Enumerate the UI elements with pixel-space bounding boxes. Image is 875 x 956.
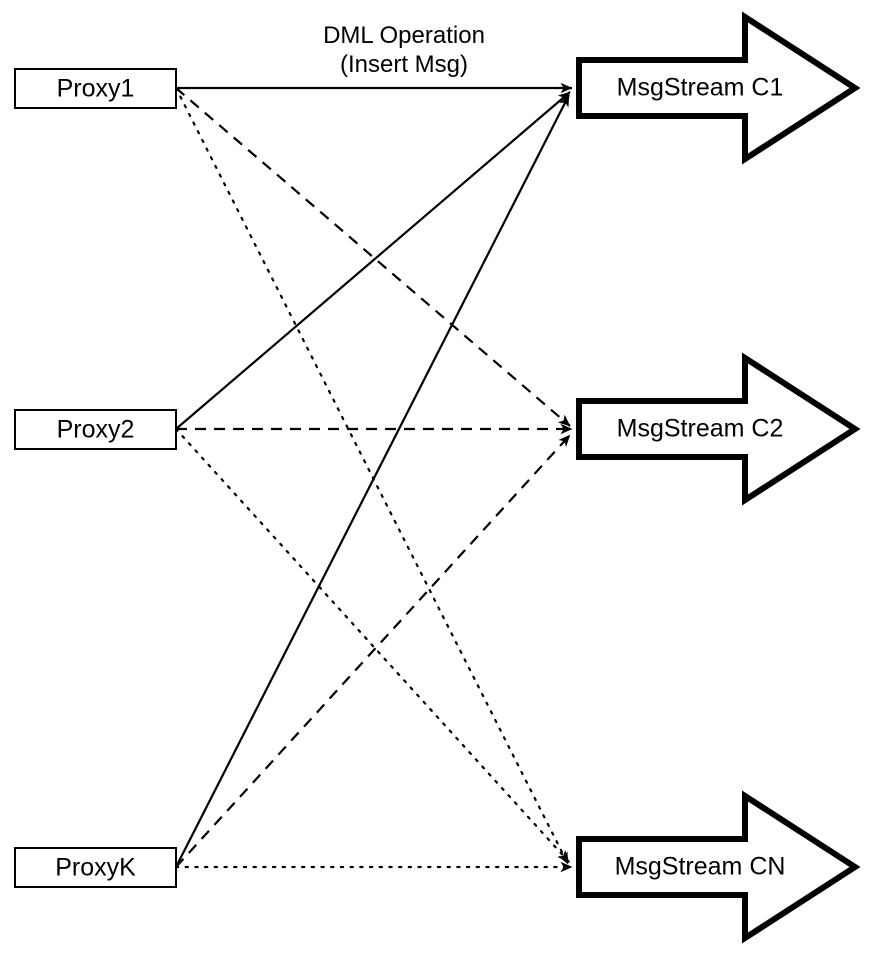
connection-proxyk-to-msgstream-c1 [175,94,570,868]
connection-group-proxyk [174,94,574,873]
edge-label-dml-operation: DML Operation (Insert Msg) [323,22,485,78]
node-proxy1-label: Proxy1 [57,75,135,103]
node-msgstream-cn[interactable]: MsgStream CN [576,790,861,944]
node-msgstream-c2-label: MsgStream C2 [617,415,784,443]
node-msgstream-c1[interactable]: MsgStream C1 [576,11,861,165]
connection-proxy1-to-msgstream-c2 [175,87,571,427]
connection-group-proxy1 [174,82,573,866]
node-msgstream-c1-label: MsgStream C1 [617,74,784,102]
node-proxy2[interactable]: Proxy2 [14,409,177,450]
connection-proxyk-to-msgstream-c2 [175,434,571,868]
node-msgstream-c1-arrow-shape[interactable] [576,11,861,165]
node-proxy2-box[interactable] [14,409,177,450]
node-proxyk-label: ProxyK [55,854,136,882]
node-proxyk[interactable]: ProxyK [14,847,177,888]
edge-label-line-2: (Insert Msg) [340,51,468,78]
node-msgstream-cn-arrow-shape[interactable] [576,790,861,944]
connection-proxy2-to-msgstream-cn [174,427,571,864]
node-proxyk-box[interactable] [14,847,177,888]
connection-group-proxy2 [174,91,573,864]
node-proxy2-label: Proxy2 [57,416,135,444]
node-msgstream-c2-arrow-shape[interactable] [576,352,861,506]
node-msgstream-c2[interactable]: MsgStream C2 [576,352,861,506]
node-proxy1[interactable]: Proxy1 [14,68,177,109]
connection-proxy1-to-msgstream-cn [174,86,570,866]
node-msgstream-cn-label: MsgStream CN [615,853,786,881]
edge-label-line-1: DML Operation [323,22,485,49]
connection-proxy2-to-msgstream-c1 [175,91,571,430]
node-proxy1-box[interactable] [14,68,177,109]
